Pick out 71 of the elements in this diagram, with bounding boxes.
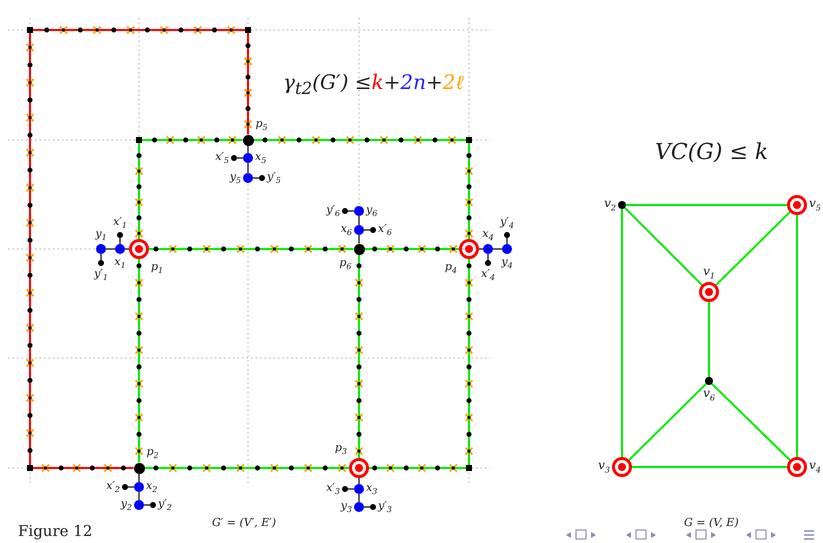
vertex-label: y$_{5}$ <box>228 170 242 186</box>
vertex-label: v$_{3}$ <box>597 458 611 476</box>
vertex-label: x′$_{4}$ <box>480 267 496 284</box>
vertex-label: y$_{1}$ <box>94 226 108 243</box>
graph-edge <box>142 139 242 141</box>
vertex-label: y$_{2}$ <box>120 496 133 514</box>
graph-edge <box>468 143 470 239</box>
vertex-label: x′$_{3}$ <box>325 480 341 498</box>
vertex-label: x$_{2}$ <box>145 478 158 496</box>
graph-edge <box>468 259 470 465</box>
graph-edge <box>621 209 623 457</box>
vertex-label: y$_{3}$ <box>340 498 353 516</box>
formula-text: + <box>426 70 443 94</box>
vertex-label: y′$_{1}$ <box>93 267 109 284</box>
graph-edge <box>358 254 360 458</box>
graph-edge <box>144 467 349 469</box>
graph-edge <box>149 248 354 250</box>
vertex-label: y′$_{6}$ <box>325 202 341 220</box>
formula-text: + <box>384 70 400 94</box>
vertex-label: x$_{4}$ <box>481 226 495 243</box>
formula-text: VC(G) ≤ k <box>655 140 768 165</box>
graph-edge <box>138 143 140 239</box>
vertex-label: y′$_{3}$ <box>377 498 393 516</box>
vertex-label: v$_{2}$ <box>603 196 617 214</box>
graph-caption: G′ = (V′, E′) <box>212 516 276 529</box>
graph-edge <box>796 215 798 457</box>
vertex-label: v$_{5}$ <box>808 196 822 214</box>
vertex-label: y$_{6}$ <box>365 202 378 220</box>
vertex-label: v$_{1}$ <box>702 264 716 281</box>
graph-edge <box>29 33 31 465</box>
graph-edge <box>626 204 787 206</box>
formula-text: γ$_{t2}$(G′) ≤ <box>283 70 372 98</box>
vertex-label: p$_{2}$ <box>146 445 160 462</box>
graph-edge <box>138 259 140 462</box>
vertex-label: p$_{3}$ <box>334 440 348 457</box>
formula-text: 2n <box>400 70 426 94</box>
graph-edge <box>711 383 791 461</box>
vertex-label: p$_{5}$ <box>254 117 269 134</box>
vertex-label: y′$_{4}$ <box>499 214 515 231</box>
vertex-label: x′$_{2}$ <box>105 478 121 496</box>
vertex-label: p$_{1}$ <box>150 260 164 276</box>
vertex-label: x$_{1}$ <box>113 255 127 272</box>
vertex-label: v$_{4}$ <box>808 458 822 476</box>
graph-edge <box>254 139 466 141</box>
graph-edge <box>369 467 466 469</box>
vertex-label: x′$_{6}$ <box>377 222 393 238</box>
graph-edge <box>628 383 707 461</box>
graph-edge <box>624 207 703 286</box>
graph-edge <box>708 302 710 377</box>
graph-edge <box>715 211 791 286</box>
graph-caption: G = (V, E) <box>684 516 739 529</box>
vertex-label: p$_{6}$ <box>338 256 352 272</box>
graph-edge <box>247 163 249 173</box>
vertex-label: x$_{3}$ <box>365 480 378 498</box>
vertex-label: y$_{4}$ <box>500 255 514 272</box>
graph-edge <box>364 248 459 250</box>
graph-edge <box>247 33 249 134</box>
vertex-label: x′$_{1}$ <box>112 214 128 231</box>
vertex-label: x′$_{5}$ <box>214 150 230 166</box>
vertex-label: v$_{6}$ <box>702 386 716 404</box>
vertex-label: y′$_{2}$ <box>157 496 173 514</box>
graph-edge <box>33 467 134 469</box>
graph-edge <box>632 466 787 468</box>
vertex-label: x$_{5}$ <box>254 150 268 166</box>
formula-text: 2ℓ <box>442 70 464 95</box>
formula-text: k <box>372 70 384 94</box>
vertex-label: p$_{4}$ <box>444 260 458 276</box>
vertex-label: y′$_{5}$ <box>266 170 282 186</box>
vertex-label: x$_{6}$ <box>340 222 353 238</box>
figure-caption: Figure 12 <box>18 522 92 540</box>
graph-edge <box>33 29 245 31</box>
